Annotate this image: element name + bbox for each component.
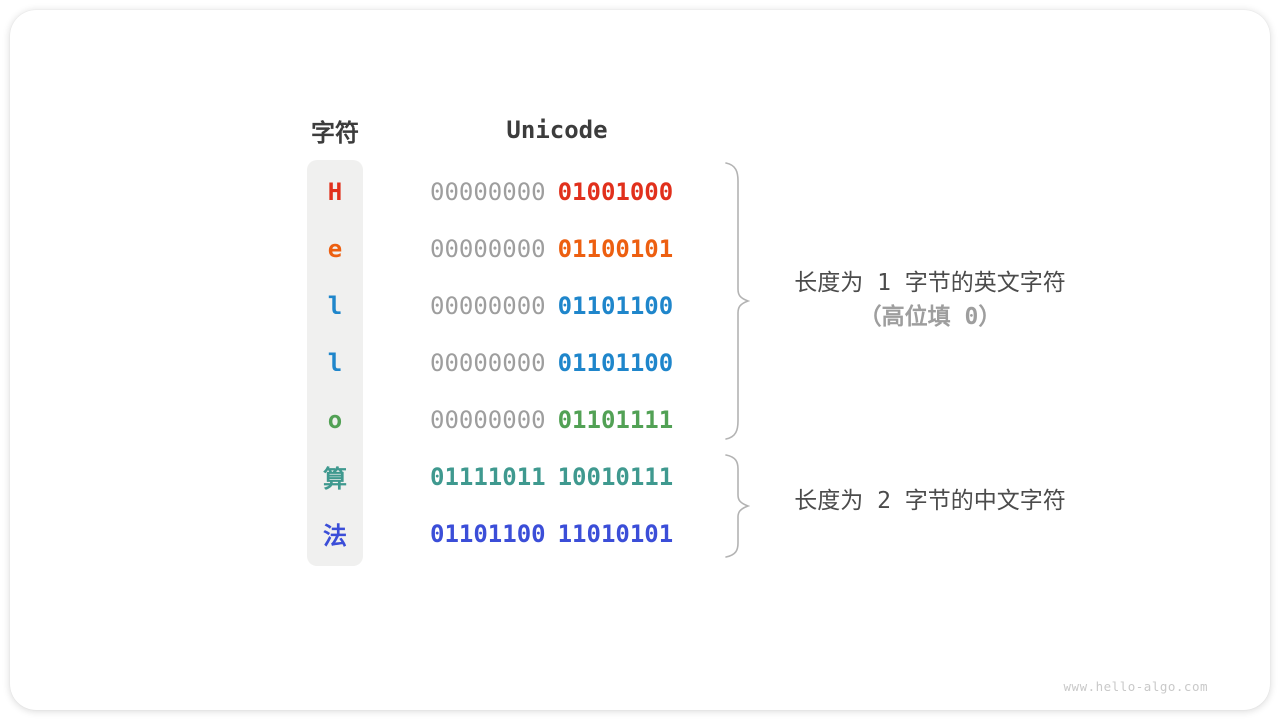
code-byte: 11010101 [557, 519, 674, 548]
annotation-english-line2: （高位填 0） [858, 304, 1002, 330]
code-byte: 01101111 [557, 405, 674, 434]
binary-row: 01111011 10010111 [430, 448, 673, 505]
binary-row: 00000000 01101100 [430, 334, 673, 391]
column-header-char: 字符 [311, 119, 359, 147]
binary-row: 01101100 11010101 [430, 505, 673, 562]
code-byte: 01100101 [557, 234, 674, 263]
code-byte: 10010111 [557, 462, 674, 491]
annotation-english-line1: 长度为 1 字节的英文字符 [794, 270, 1066, 296]
char-column-background [307, 160, 363, 566]
char-cell: l [327, 291, 343, 320]
column-header-unicode: Unicode [506, 116, 608, 144]
diagram-card [10, 10, 1270, 710]
char-cell: e [327, 234, 343, 263]
curly-brace-chinese-group [725, 454, 750, 558]
code-byte: 01111011 [430, 462, 546, 491]
high-byte-zeros: 00000000 [430, 405, 546, 434]
code-byte: 01101100 [557, 348, 674, 377]
high-byte-zeros: 00000000 [430, 291, 546, 320]
binary-row: 00000000 01001000 [430, 163, 673, 220]
annotation-chinese-line1: 长度为 2 字节的中文字符 [794, 488, 1066, 514]
high-byte-zeros: 00000000 [430, 348, 546, 377]
annotation-chinese-chars: 长度为 2 字节的中文字符 [760, 484, 1100, 518]
binary-row: 00000000 01101100 [430, 277, 673, 334]
code-byte: 01001000 [557, 177, 674, 206]
high-byte-zeros: 00000000 [430, 234, 546, 263]
binary-row: 00000000 01100101 [430, 220, 673, 277]
code-byte: 01101100 [557, 291, 674, 320]
annotation-english-chars: 长度为 1 字节的英文字符 （高位填 0） [760, 266, 1100, 334]
high-byte-zeros: 00000000 [430, 177, 546, 206]
char-cell: l [327, 348, 343, 377]
binary-row: 00000000 01101111 [430, 391, 673, 448]
char-cell: o [327, 405, 343, 434]
curly-brace-english-group [725, 162, 750, 440]
char-cell: 算 [323, 465, 347, 493]
watermark-url: www.hello-algo.com [1063, 679, 1208, 694]
code-byte: 01101100 [430, 519, 546, 548]
char-cell: H [327, 177, 343, 206]
char-cell: 法 [323, 522, 347, 550]
